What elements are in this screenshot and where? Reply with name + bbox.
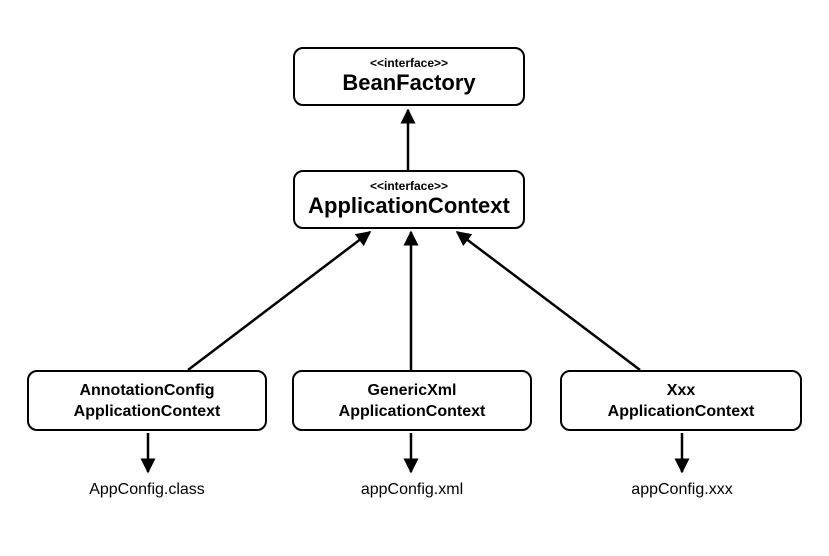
config-label-xxx: appConfig.xxx [631,481,733,498]
node-name-line2: ApplicationContext [73,402,221,420]
annotationconfig-node: AnnotationConfig ApplicationContext [27,370,267,431]
config-label-genericxml: appConfig.xml [360,481,464,498]
implements-arrow-annotation [187,231,372,371]
node-name-line2: ApplicationContext [338,402,486,420]
beanfactory-name: BeanFactory [342,70,476,95]
stereotype-label: <<interface>> [369,179,449,193]
node-name-line1: GenericXml [367,381,457,399]
config-label-annotation: AppConfig.class [89,481,205,498]
stereotype-label: <<interface>> [369,56,449,70]
node-name-line1: Xxx [666,381,696,399]
applicationcontext-node: <<interface>> ApplicationContext [293,170,525,229]
node-name-line2: ApplicationContext [607,402,755,420]
applicationcontext-name: ApplicationContext [308,193,510,218]
node-name-line1: AnnotationConfig [79,381,215,399]
beanfactory-node: <<interface>> BeanFactory [293,47,525,106]
implements-arrow-xxx [455,231,641,371]
genericxml-node: GenericXml ApplicationContext [292,370,532,431]
xxx-node: Xxx ApplicationContext [560,370,802,431]
